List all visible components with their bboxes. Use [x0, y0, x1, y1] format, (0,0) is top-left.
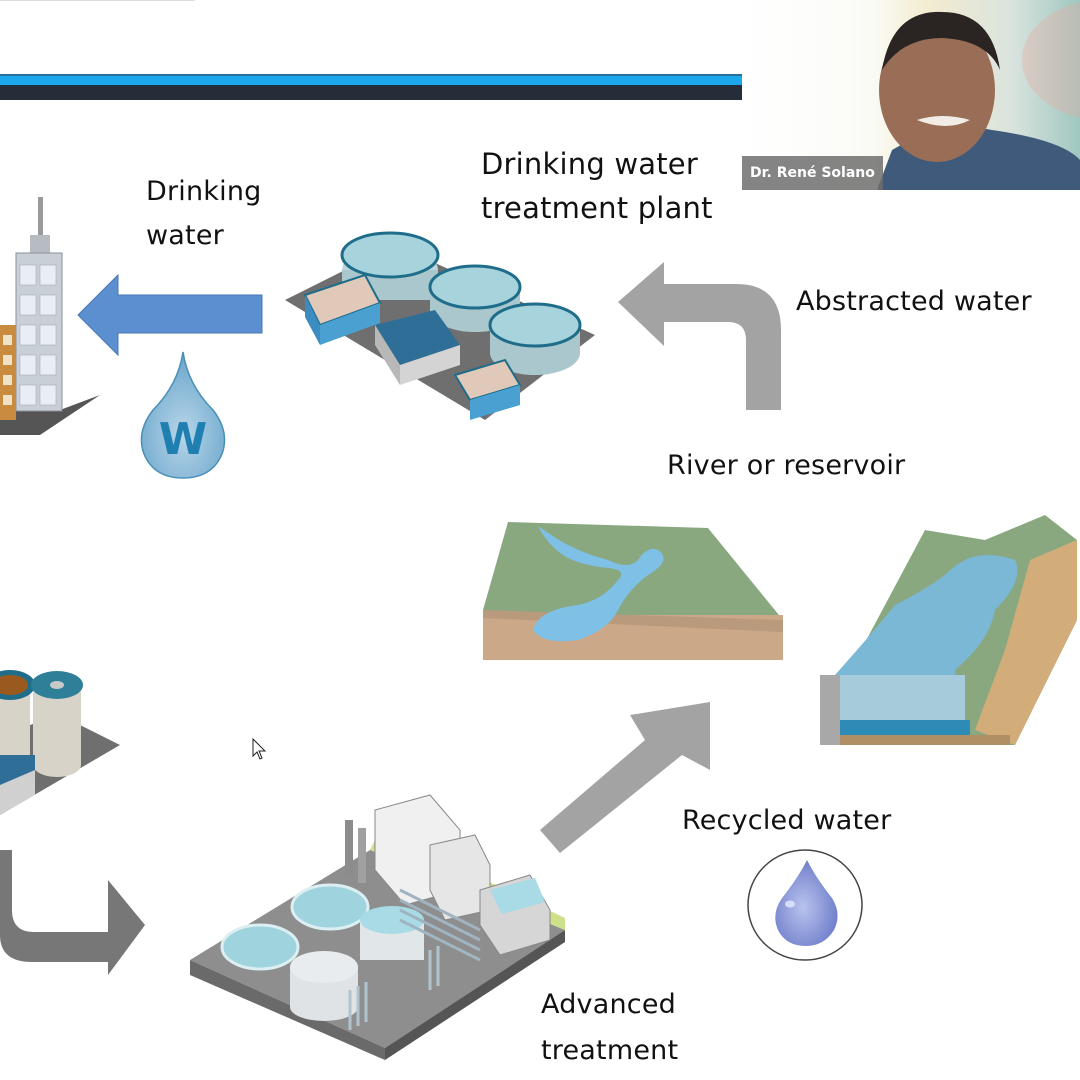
participant-name-label: Dr. René Solano [742, 156, 883, 190]
recycled-water-drop-icon [747, 849, 863, 961]
header-dark-stripe [0, 85, 742, 100]
advanced-treatment-label: Advanced treatment [541, 982, 678, 1074]
slide-header-bar [0, 74, 742, 100]
top-divider [0, 0, 195, 1]
to-advanced-treatment-arrow-icon [0, 850, 145, 975]
drinking-water-label: Drinking water [146, 170, 262, 258]
treatment-plant-icon [285, 231, 595, 420]
participant-video[interactable]: Dr. René Solano [742, 0, 1080, 190]
advanced-treatment-line-1: Advanced [541, 989, 676, 1020]
abstracted-water-label: Abstracted water [796, 286, 1032, 317]
advanced-treatment-plant-icon [190, 794, 565, 1060]
water-drop-w-icon: W [140, 351, 226, 479]
wastewater-plant-icon [0, 670, 120, 815]
participant-silhouette [877, 2, 1080, 190]
city-buildings-icon [0, 197, 100, 435]
drinking-water-arrow-icon [77, 273, 263, 357]
recycled-water-arrow-icon [540, 702, 710, 853]
w-letter: W [159, 414, 208, 465]
reservoir-landscape-icon [820, 515, 1077, 745]
drinking-water-line-2: water [146, 220, 224, 251]
recycled-water-label: Recycled water [682, 805, 892, 836]
header-blue-stripe [0, 74, 742, 85]
treatment-plant-label: Drinking water treatment plant [481, 142, 713, 230]
advanced-treatment-line-2: treatment [541, 1035, 679, 1066]
mouse-cursor-icon [252, 737, 267, 760]
drinking-water-line-1: Drinking [146, 176, 262, 207]
river-reservoir-label: River or reservoir [667, 450, 906, 481]
abstracted-water-arrow-icon [618, 262, 781, 410]
river-landscape-icon [483, 522, 783, 660]
treatment-plant-line-1: Drinking water [481, 147, 698, 181]
treatment-plant-line-2: treatment plant [481, 191, 713, 225]
